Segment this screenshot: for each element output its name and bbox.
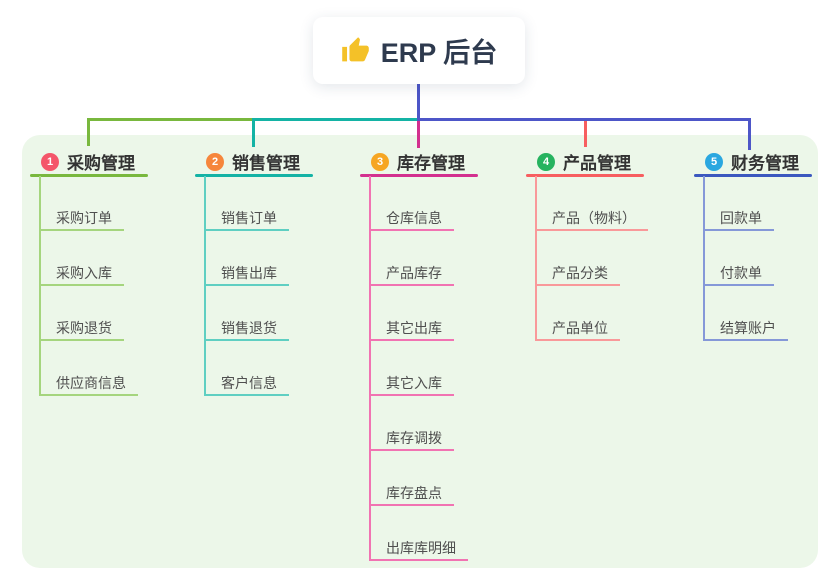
child-node[interactable]: 销售出库 [204, 262, 289, 286]
branch-header[interactable]: 4 产品管理 [537, 149, 631, 174]
child-node[interactable]: 销售订单 [204, 207, 289, 231]
thumbs-up-icon [341, 36, 370, 65]
child-node[interactable]: 销售退货 [204, 317, 289, 341]
connector-line [254, 118, 419, 121]
branch-label: 产品管理 [563, 154, 631, 173]
connector-line [417, 118, 751, 121]
connector-line [417, 84, 420, 119]
child-node[interactable]: 产品（物料） [535, 207, 648, 231]
child-node[interactable]: 其它入库 [369, 372, 454, 396]
connector-line [87, 118, 256, 121]
branch-connector-line [535, 176, 537, 341]
child-node[interactable]: 付款单 [703, 262, 774, 286]
branch-label: 库存管理 [397, 154, 465, 173]
connector-line [417, 121, 420, 148]
child-node[interactable]: 仓库信息 [369, 207, 454, 231]
child-node[interactable]: 其它出库 [369, 317, 454, 341]
branch-connector-line [204, 176, 206, 396]
branch-header[interactable]: 3 库存管理 [371, 149, 465, 174]
branch-underline [526, 174, 644, 177]
child-node[interactable]: 产品分类 [535, 262, 620, 286]
connector-line [584, 121, 587, 147]
child-node[interactable]: 出库库明细 [369, 537, 468, 561]
connector-line [252, 118, 255, 147]
root-node[interactable]: ERP 后台 [313, 17, 525, 84]
branch-header[interactable]: 1 采购管理 [41, 149, 135, 174]
branch-connector-line [39, 176, 41, 396]
branch-number-badge: 2 [206, 152, 224, 171]
child-node[interactable]: 供应商信息 [39, 372, 138, 396]
branch-connector-line [369, 176, 371, 561]
child-node[interactable]: 采购退货 [39, 317, 124, 341]
root-node-label: ERP 后台 [380, 38, 498, 68]
child-node[interactable]: 产品库存 [369, 262, 454, 286]
branch-underline [195, 174, 313, 177]
branch-number-badge: 5 [705, 152, 723, 171]
branch-underline [360, 174, 478, 177]
branch-underline [694, 174, 812, 177]
branch-number-badge: 1 [41, 152, 59, 171]
branch-number-badge: 3 [371, 152, 389, 171]
child-node[interactable]: 库存调拨 [369, 427, 454, 451]
child-node[interactable]: 客户信息 [204, 372, 289, 396]
child-node[interactable]: 采购订单 [39, 207, 124, 231]
branch-number-badge: 4 [537, 152, 555, 171]
connector-line [87, 118, 90, 146]
branch-label: 财务管理 [731, 154, 799, 173]
child-node[interactable]: 产品单位 [535, 317, 620, 341]
branch-label: 销售管理 [232, 154, 300, 173]
child-node[interactable]: 回款单 [703, 207, 774, 231]
branch-underline [30, 174, 148, 177]
connector-line [748, 118, 751, 150]
branch-header[interactable]: 2 销售管理 [206, 149, 300, 174]
branch-label: 采购管理 [67, 154, 135, 173]
branch-connector-line [703, 176, 705, 341]
branch-header[interactable]: 5 财务管理 [705, 149, 799, 174]
child-node[interactable]: 结算账户 [703, 317, 788, 341]
child-node[interactable]: 采购入库 [39, 262, 124, 286]
child-node[interactable]: 库存盘点 [369, 482, 454, 506]
branches-panel [22, 135, 818, 568]
